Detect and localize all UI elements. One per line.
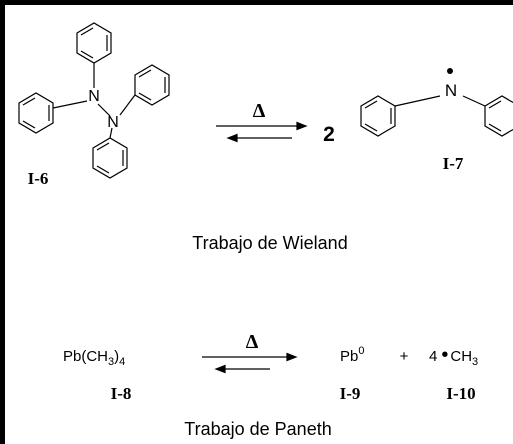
compound-label-i7: I-7 (443, 154, 464, 173)
equilibrium-arrows-paneth (202, 352, 298, 374)
stoichiometric-coefficient: 2 (323, 123, 335, 146)
hydrazine-n1-atom: N (88, 88, 100, 105)
diphenylaminyl-radical-structure (360, 95, 513, 137)
radical-dot (447, 68, 453, 74)
heat-condition-paneth: Δ (246, 331, 259, 353)
tetraphenylhydrazine-structure (18, 22, 170, 179)
product-methyl-radical: 4•CH3 (429, 344, 478, 368)
caption-paneth: Trabajo de Paneth (184, 419, 331, 439)
compound-label-i8: I-8 (111, 384, 132, 403)
hydrazine-n2-atom: N (107, 114, 119, 131)
equilibrium-arrows-wieland (216, 121, 308, 143)
plus-sign: + (400, 348, 409, 365)
aminyl-n-atom: N (445, 81, 457, 100)
reactant-tetramethyllead: Pb(CH3)4 (63, 348, 125, 368)
caption-wieland: Trabajo de Wieland (192, 233, 347, 253)
compound-label-i9: I-9 (340, 384, 361, 403)
compound-label-i6: I-6 (28, 169, 49, 188)
compound-label-i10: I-10 (446, 384, 475, 403)
product-lead-metal: Pb0 (340, 345, 364, 365)
heat-condition-wieland: Δ (253, 100, 266, 122)
